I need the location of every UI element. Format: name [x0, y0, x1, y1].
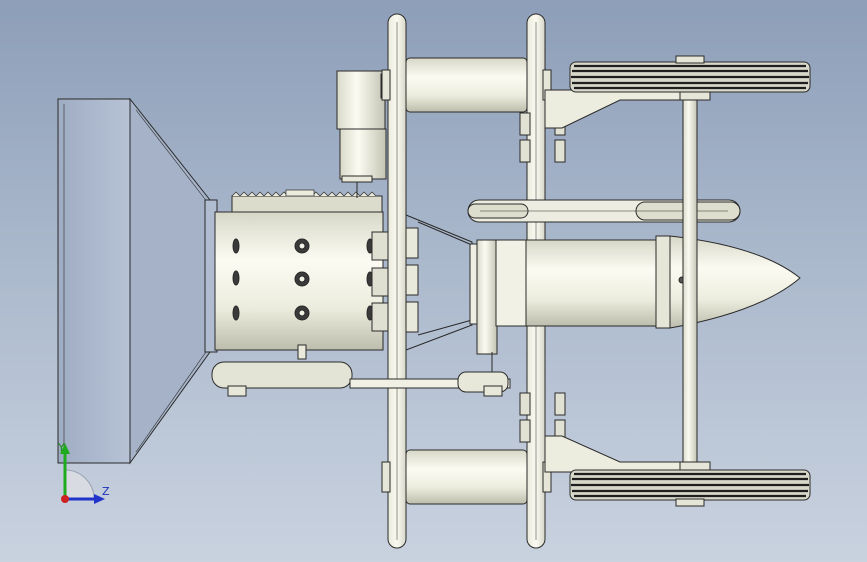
- wheel-bracket-upper[interactable]: [544, 89, 701, 129]
- axis-y-label: Y: [58, 441, 65, 454]
- axis-z-label: Z: [102, 485, 110, 498]
- upper-motor[interactable]: [336, 70, 390, 198]
- wheel-axle[interactable]: [682, 89, 698, 471]
- seed-tube[interactable]: [469, 235, 801, 355]
- drive-belt[interactable]: [467, 199, 741, 223]
- wheel-upper[interactable]: [569, 55, 811, 101]
- rotor-drum[interactable]: [214, 189, 419, 360]
- frame-plate-left[interactable]: [387, 13, 407, 549]
- lower-arm[interactable]: [211, 352, 511, 397]
- wheel-lower[interactable]: [569, 461, 811, 507]
- upper-roller[interactable]: [381, 57, 552, 113]
- hopper[interactable]: [57, 97, 218, 465]
- lower-roller[interactable]: [381, 449, 552, 505]
- axis-triad-icon: [60, 443, 105, 504]
- gear-teeth: [231, 189, 377, 197]
- drum-holes: [232, 238, 374, 321]
- wheel-bracket-lower[interactable]: [544, 435, 701, 473]
